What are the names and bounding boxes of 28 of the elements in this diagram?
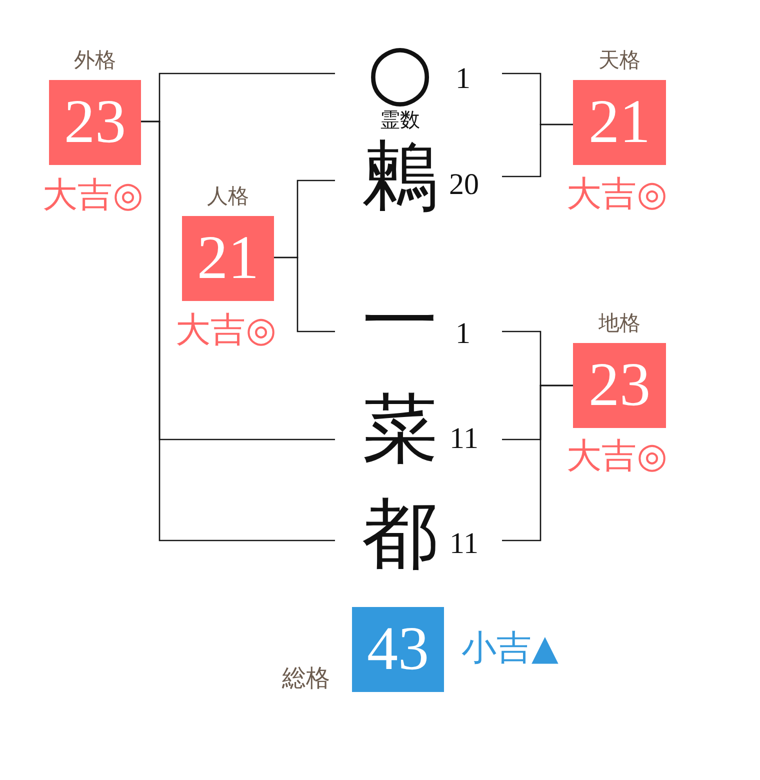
category-label: 人格 (207, 183, 249, 210)
bracket-line (502, 124, 573, 178)
stroke-count: 20 (449, 168, 479, 202)
fortune-label: 小吉▲ (462, 628, 558, 670)
stroke-count: 11 (450, 422, 478, 456)
score-box: 21 (182, 216, 274, 301)
bracket-line (274, 256, 335, 332)
fortune-label: 大吉◎ (566, 436, 668, 478)
category-label: 地格 (598, 310, 640, 337)
score-box: 23 (49, 80, 141, 165)
score-box: 23 (573, 343, 666, 428)
bracket-line (141, 120, 335, 542)
score-box: 21 (573, 80, 666, 165)
stroke-count: 1 (456, 62, 470, 96)
name-character: 一 (361, 282, 439, 362)
name-character: 菜 (361, 390, 439, 470)
category-label: 総格 (282, 663, 330, 694)
fortune-label: 大吉◎ (176, 310, 276, 352)
fortune-label: 大吉◎ (42, 174, 144, 218)
category-label: 天格 (598, 47, 640, 74)
name-character: 鶫 (361, 137, 439, 217)
stroke-count: 1 (456, 317, 470, 351)
score-box: 43 (352, 607, 444, 692)
fortune-label: 大吉◎ (566, 174, 668, 216)
stroke-count: 11 (450, 527, 478, 561)
category-label: 外格 (74, 47, 116, 74)
name-character: 都 (361, 495, 439, 575)
bracket-line (502, 384, 573, 542)
